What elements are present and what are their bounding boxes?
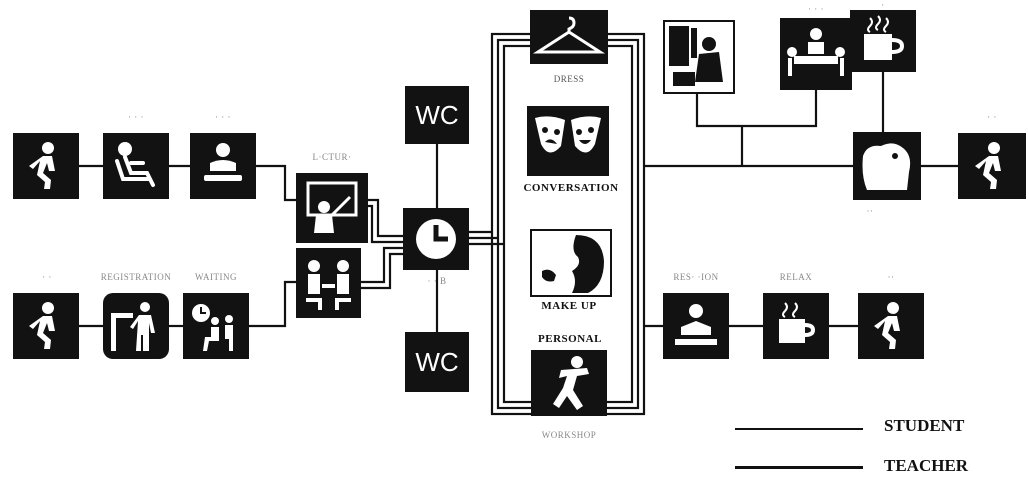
dancer-icon (531, 350, 607, 416)
coffee-cup-icon (850, 10, 916, 72)
coffee-cup-icon (763, 293, 829, 359)
conference-table-icon (780, 18, 852, 90)
label-conversation: CONVERSATION (523, 182, 619, 194)
theater-masks-icon (527, 106, 609, 176)
walking-person-icon (13, 133, 79, 199)
label-top-row-2: · · · (128, 112, 144, 122)
meeting-icon (296, 248, 361, 318)
seated-person-icon (190, 133, 256, 199)
walking-person-icon (858, 293, 924, 359)
wc-bottom: WC (405, 332, 469, 392)
label-workshop: WORKSHOP (541, 430, 597, 440)
label-personal: PERSONAL (538, 333, 602, 345)
label-far-right-top: · · (987, 112, 997, 122)
legend-student-label: STUDENT (884, 416, 965, 435)
walking-person-icon (958, 133, 1026, 199)
waiting-room-icon (183, 293, 249, 359)
label-hub: · · B (427, 276, 447, 286)
reading-person-icon (663, 293, 729, 359)
label-upper-right-3: · (881, 0, 885, 10)
legend-student-line (735, 428, 863, 430)
animal-icon (853, 132, 921, 200)
label-bottom-1: · · (42, 272, 52, 282)
wc-bottom-label: WC (415, 346, 459, 377)
label-reception: RES· ·ION (673, 272, 719, 282)
walking-person-icon (13, 293, 79, 359)
clock-icon (403, 208, 469, 270)
wc-top: WC (405, 86, 469, 144)
label-make-up: MAKE UP (541, 300, 597, 312)
label-lecture: L·CTUR· (312, 152, 352, 162)
label-top-row-3: · · · (215, 112, 231, 122)
label-dress: DRESS (553, 74, 585, 84)
legend-teacher-label: TEACHER (884, 456, 969, 475)
label-waiting: WAITING (195, 272, 237, 282)
label-upper-right-2: · · · (808, 4, 824, 14)
label-exit: ·· (887, 272, 895, 282)
library-photo-icon (663, 20, 735, 94)
wc-top-label: WC (415, 99, 459, 130)
makeup-icon (530, 229, 612, 297)
label-registration: REGISTRATION (100, 272, 172, 282)
lecturer-icon (296, 173, 368, 243)
hanger-icon (530, 10, 608, 64)
registration-desk-icon (103, 293, 169, 359)
label-right-mid: ·· (866, 206, 874, 216)
legend-teacher-line (735, 466, 863, 469)
reclining-person-icon (103, 133, 169, 199)
label-relax: RELAX (779, 272, 813, 282)
